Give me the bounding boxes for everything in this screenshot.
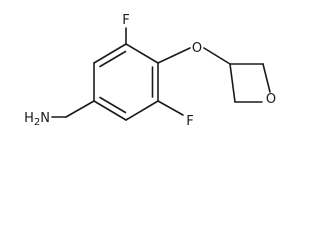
ring-bond-3 — [125, 100, 159, 121]
molecule-drawing: F O O F H2N — [24, 13, 276, 129]
substituent-bonds — [51, 27, 231, 118]
oxetane-ring — [229, 63, 271, 103]
benzene-ring — [93, 43, 159, 121]
ring-bond-1 — [125, 43, 159, 64]
ring-double-bond-2 — [99, 50, 127, 68]
bond-c-f-bottom — [157, 100, 184, 116]
atom-label-oxygen-ring: O — [266, 92, 276, 107]
atom-label-fluorine-top: F — [122, 13, 129, 28]
atom-label-amine: H2N — [24, 111, 50, 128]
structure-diagram: F O O F H2N — [24, 13, 276, 129]
ring-bond-6 — [93, 43, 127, 64]
atom-label-oxygen-ether: O — [192, 41, 202, 56]
ring-bond-4 — [93, 100, 127, 121]
oxetane-bond-4 — [229, 63, 236, 103]
ring-double-bond-3 — [99, 96, 127, 114]
bond-ring-ch2 — [65, 100, 95, 118]
oxetane-bond-2 — [262, 63, 271, 93]
bond-o-oxetane — [203, 47, 231, 65]
atom-label-fluorine-bottom: F — [186, 114, 193, 129]
bond-c-o-ether — [157, 47, 191, 64]
